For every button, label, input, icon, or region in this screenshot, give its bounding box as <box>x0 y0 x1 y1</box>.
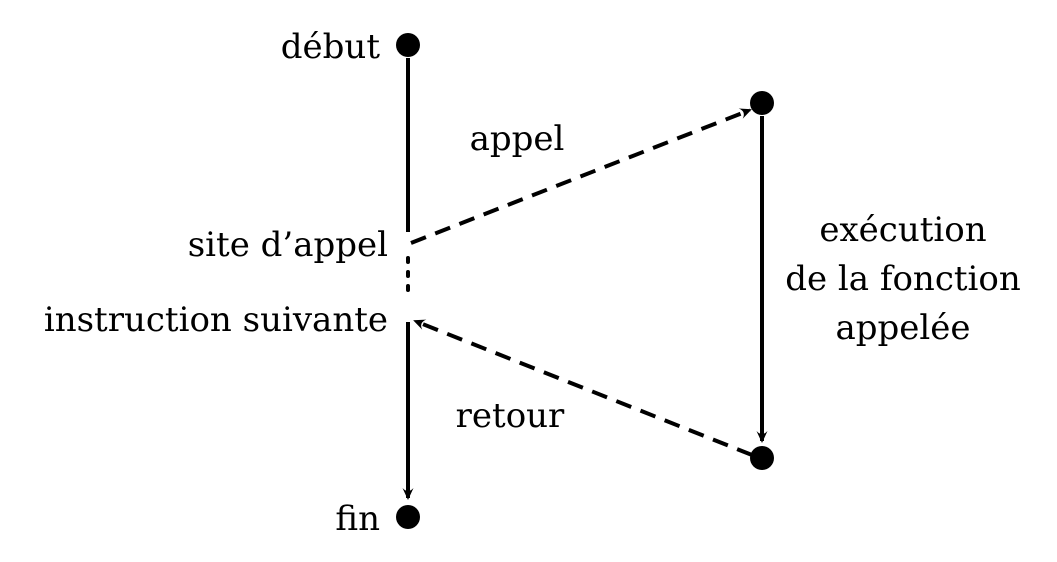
return-edge-label: retour <box>456 396 565 436</box>
callee-label-line2: de la fonction <box>785 259 1021 299</box>
start-node <box>396 33 420 57</box>
callee-label-line1: exécution <box>819 210 986 250</box>
call-site-label: site d’appel <box>188 225 388 265</box>
start-label: début <box>281 27 381 67</box>
end-node <box>396 505 420 529</box>
return-arrow <box>413 319 753 457</box>
next-instruction-label: instruction suivante <box>44 300 388 340</box>
call-edge-label: appel <box>470 119 565 159</box>
callee-label-line3: appelée <box>835 308 970 348</box>
callee-start-node <box>750 91 774 115</box>
call-arrow <box>410 108 752 245</box>
callee-end-node <box>750 446 774 470</box>
end-label: fin <box>335 499 380 539</box>
